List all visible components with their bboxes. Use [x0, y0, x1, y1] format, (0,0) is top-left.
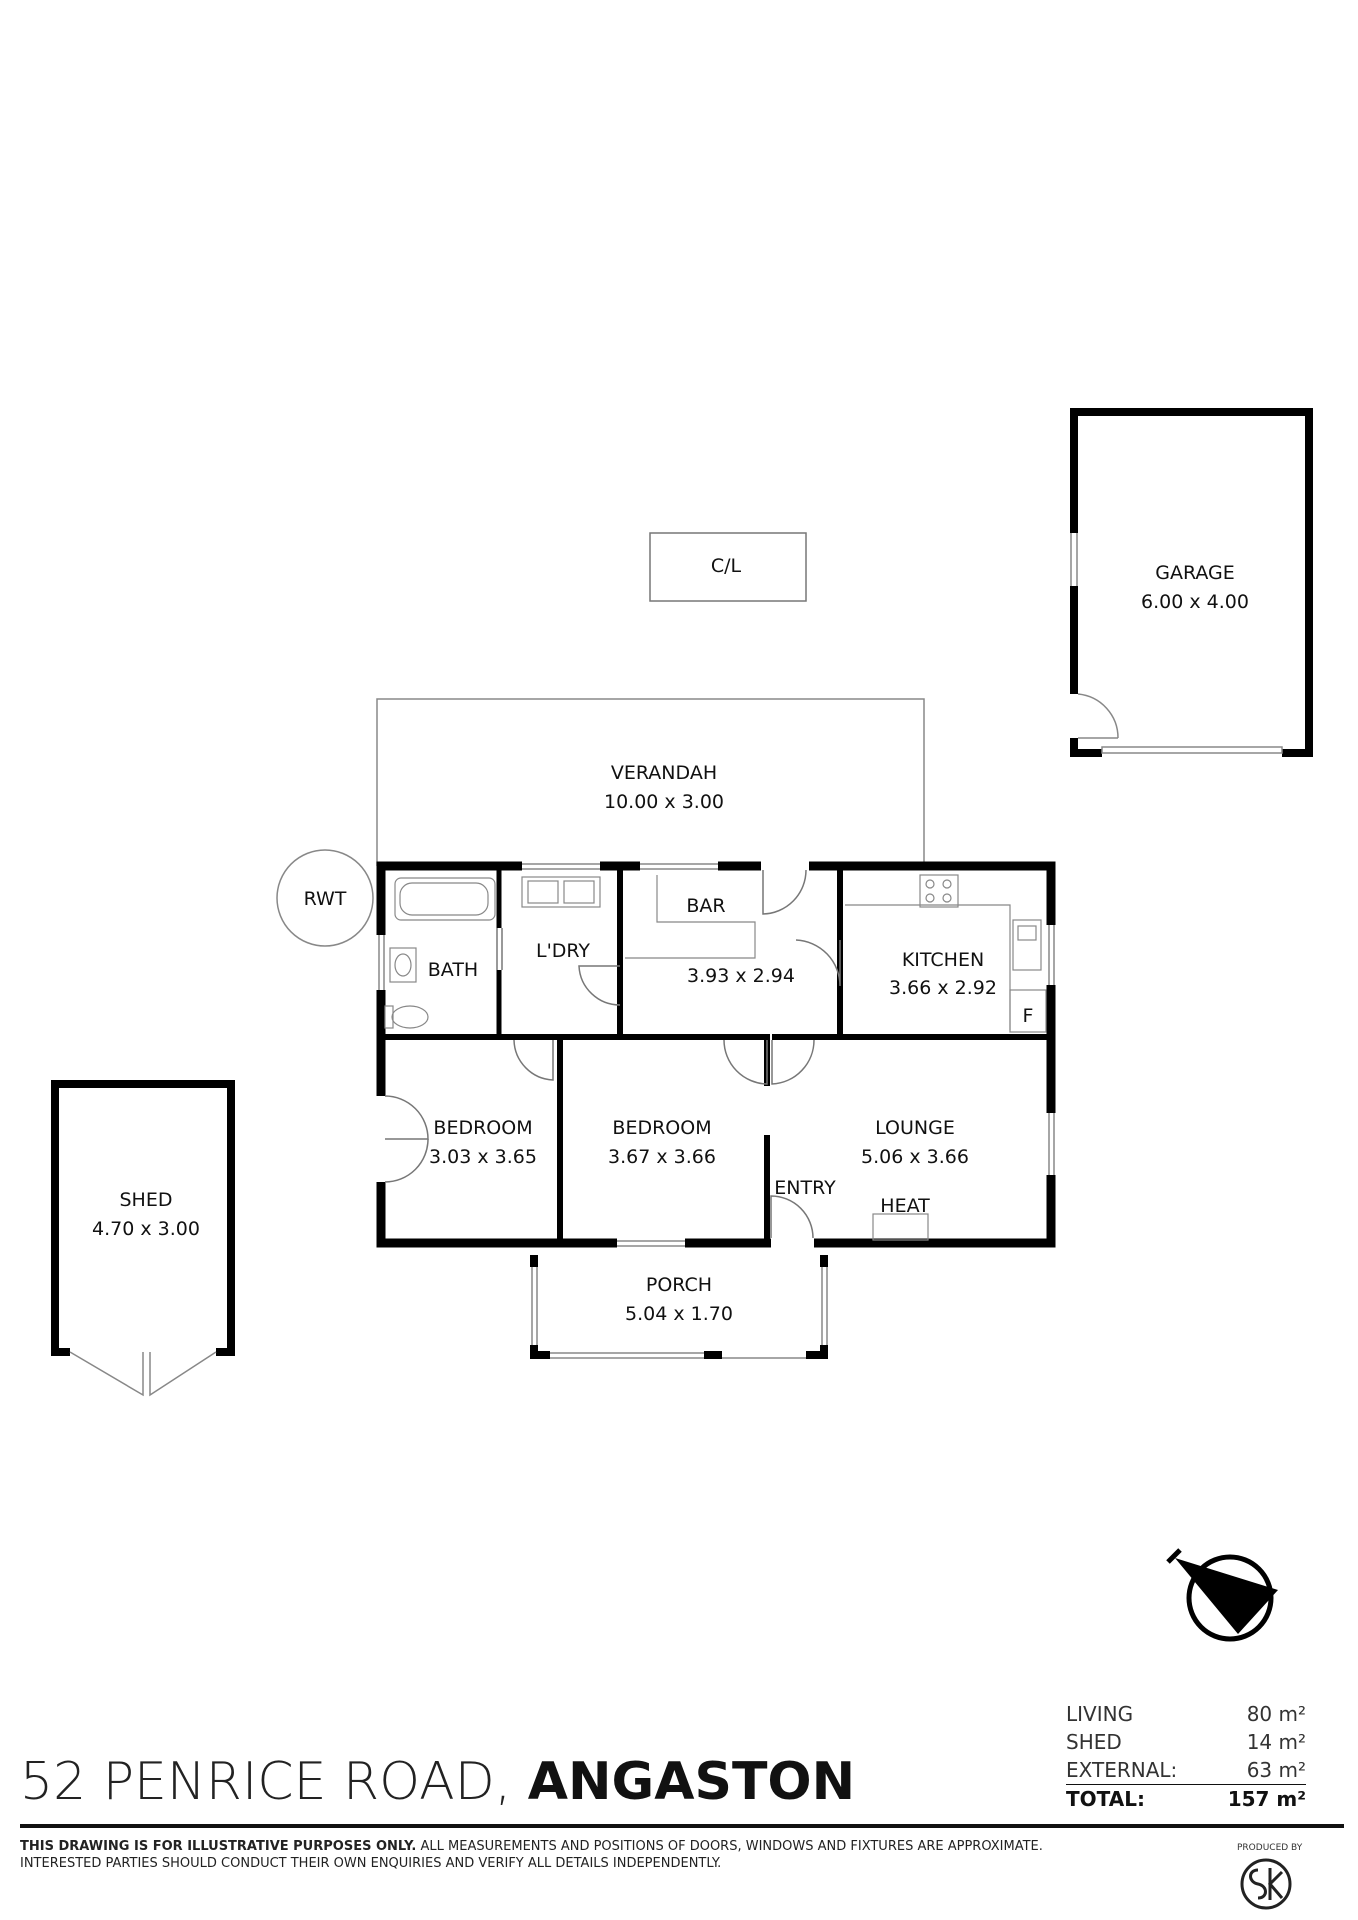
cl-label: C/L	[711, 555, 742, 577]
laundry-trough	[521, 876, 601, 908]
house-windows	[376, 861, 1056, 1248]
entry-label: ENTRY	[774, 1177, 836, 1199]
street-address: 52 PENRICE ROAD,	[20, 1752, 512, 1812]
area-label: SHED	[1066, 1730, 1122, 1754]
bar-label: BAR	[686, 895, 725, 917]
vanity-basin	[389, 947, 417, 983]
garage	[1069, 408, 1313, 759]
porch-label: PORCH	[646, 1274, 712, 1296]
laundry-label: L'DRY	[536, 940, 590, 962]
area-value: 63 m²	[1246, 1758, 1306, 1782]
porch-dims: 5.04 x 1.70	[625, 1303, 733, 1325]
rainwater-tank	[276, 849, 374, 947]
bedroom1-dims: 3.03 x 3.65	[429, 1146, 537, 1168]
bedroom2-label: BEDROOM	[612, 1117, 711, 1139]
kitchen-label: KITCHEN	[902, 949, 984, 971]
area-total-label: TOTAL:	[1066, 1787, 1145, 1811]
north-arrow-icon	[1166, 1548, 1278, 1642]
area-summary: LIVING 80 m² SHED 14 m² EXTERNAL: 63 m² …	[1066, 1700, 1306, 1813]
kitchen-dims: 3.66 x 2.92	[889, 977, 997, 999]
produced-by-label: PRODUCED BY	[1237, 1843, 1303, 1853]
shed	[51, 1080, 235, 1397]
kitchen-counter	[845, 904, 1011, 1030]
lounge-dims: 5.06 x 3.66	[861, 1146, 969, 1168]
bathtub	[394, 877, 496, 921]
rwt-label: RWT	[304, 888, 347, 910]
garage-dims: 6.00 x 4.00	[1141, 591, 1249, 613]
garage-label: GARAGE	[1155, 562, 1235, 584]
fridge-label: F	[1023, 1005, 1034, 1027]
disclaimer-rest: ALL MEASUREMENTS AND POSITIONS OF DOORS,…	[420, 1839, 1043, 1854]
fridge-space	[1009, 989, 1047, 1033]
kitchen-sink	[1012, 919, 1042, 971]
disclaimer-line-1: THIS DRAWING IS FOR ILLUSTRATIVE PURPOSE…	[20, 1838, 1120, 1855]
porch	[529, 1255, 829, 1360]
bar-dims: 3.93 x 2.94	[687, 965, 795, 987]
bath-label: BATH	[428, 959, 478, 981]
disclaimer: THIS DRAWING IS FOR ILLUSTRATIVE PURPOSE…	[20, 1838, 1120, 1872]
shed-label: SHED	[120, 1189, 173, 1211]
area-value: 14 m²	[1246, 1730, 1306, 1754]
door-swings	[384, 869, 841, 1239]
verandah-label: VERANDAH	[611, 762, 717, 784]
heater	[872, 1213, 929, 1241]
verandah-dims: 10.00 x 3.00	[604, 791, 724, 813]
lounge-label: LOUNGE	[875, 1117, 955, 1139]
toilet	[384, 1005, 394, 1029]
area-value: 80 m²	[1246, 1702, 1306, 1726]
bedroom1-label: BEDROOM	[433, 1117, 532, 1139]
sk-logo-icon	[1240, 1858, 1292, 1910]
disclaimer-line-2: INTERESTED PARTIES SHOULD CONDUCT THEIR …	[20, 1856, 722, 1871]
shed-dims: 4.70 x 3.00	[92, 1218, 200, 1240]
area-total-value: 157 m²	[1227, 1787, 1306, 1811]
footer-rule	[20, 1824, 1344, 1828]
disclaimer-bold: THIS DRAWING IS FOR ILLUSTRATIVE PURPOSE…	[20, 1839, 417, 1854]
cooktop	[919, 874, 959, 908]
heat-label: HEAT	[880, 1195, 930, 1217]
fixtures	[384, 874, 1047, 1241]
area-label: EXTERNAL:	[1066, 1758, 1178, 1782]
area-total-row: TOTAL: 157 m²	[1066, 1784, 1306, 1813]
area-row: SHED 14 m²	[1066, 1728, 1306, 1756]
bedroom2-dims: 3.67 x 3.66	[608, 1146, 716, 1168]
verandah-outline	[376, 698, 925, 866]
clothes-line-outline	[649, 532, 807, 602]
area-row: EXTERNAL: 63 m²	[1066, 1756, 1306, 1784]
area-label: LIVING	[1066, 1702, 1134, 1726]
property-address: 52 PENRICE ROAD, ANGASTON	[20, 1752, 855, 1812]
area-row: LIVING 80 m²	[1066, 1700, 1306, 1728]
suburb: ANGASTON	[527, 1752, 856, 1812]
bar-counter	[625, 875, 756, 959]
